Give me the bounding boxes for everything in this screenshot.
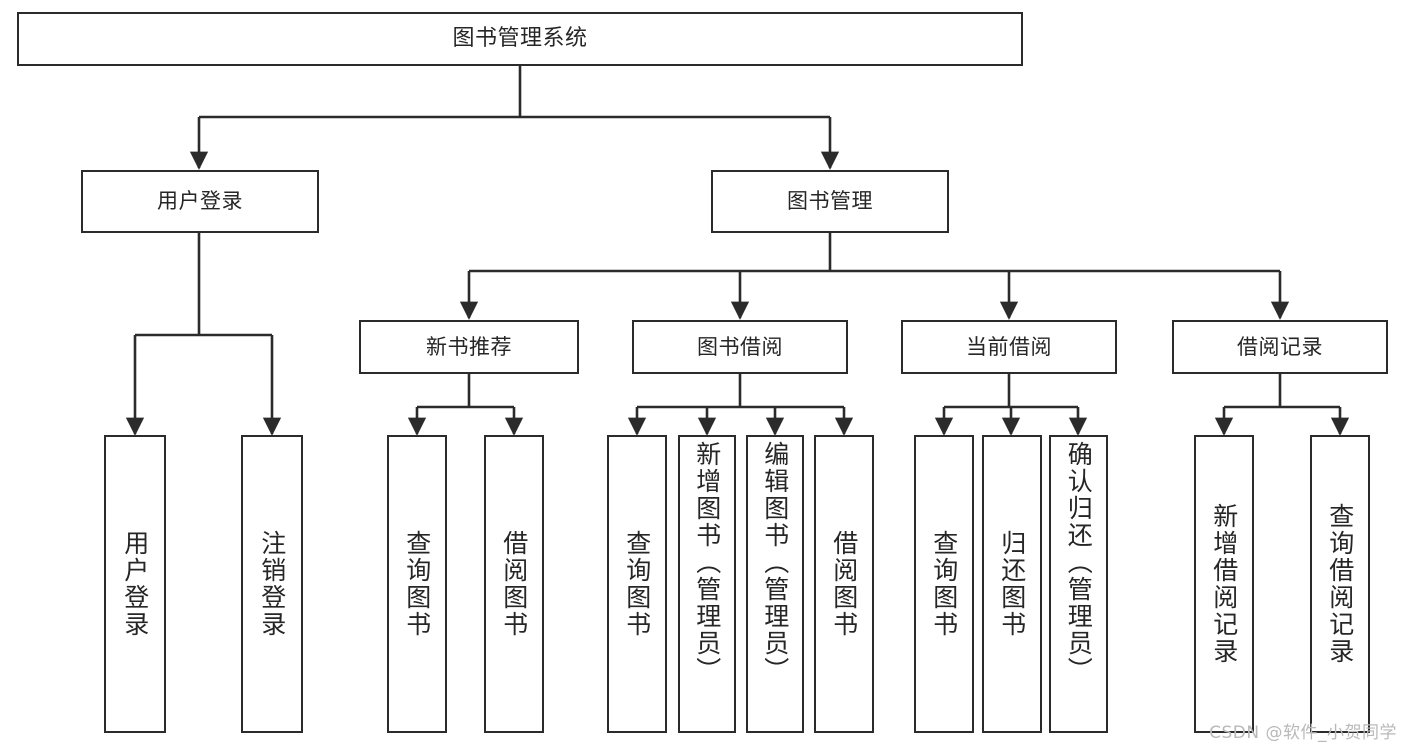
node-leaf-query-book-3[interactable]: 查询图书	[914, 435, 974, 733]
node-leaf-query-record[interactable]: 查询借阅记录	[1310, 435, 1370, 733]
node-leaf-add-book-label: 新增图书（管理员）	[692, 441, 722, 684]
node-leaf-add-record[interactable]: 新增借阅记录	[1194, 435, 1254, 733]
node-leaf-add-record-label: 新增借阅记录	[1209, 503, 1239, 665]
node-user-login[interactable]: 用户登录	[81, 170, 319, 233]
node-leaf-borrow-book-2[interactable]: 借阅图书	[814, 435, 874, 733]
node-new-book-rec-label: 新书推荐	[426, 334, 512, 359]
watermark: CSDN @软件_小贺同学	[1209, 723, 1397, 743]
node-book-borrow[interactable]: 图书借阅	[632, 320, 848, 374]
node-book-mgmt-label: 图书管理	[787, 189, 873, 213]
node-leaf-user-logout[interactable]: 注销登录	[241, 435, 303, 733]
node-leaf-return-book[interactable]: 归还图书	[982, 435, 1042, 733]
node-leaf-user-login[interactable]: 用户登录	[104, 435, 166, 733]
node-leaf-confirm-return-label: 确认归还（管理员）	[1064, 441, 1094, 684]
node-leaf-return-book-label: 归还图书	[997, 530, 1027, 638]
node-leaf-query-book-1[interactable]: 查询图书	[387, 435, 447, 733]
node-leaf-add-book[interactable]: 新增图书（管理员）	[678, 435, 736, 733]
node-current-borrow-label: 当前借阅	[966, 334, 1052, 359]
node-leaf-query-book-2-label: 查询图书	[622, 530, 652, 638]
node-new-book-rec[interactable]: 新书推荐	[359, 320, 579, 374]
node-leaf-borrow-book-1[interactable]: 借阅图书	[484, 435, 544, 733]
node-leaf-user-logout-label: 注销登录	[257, 530, 287, 638]
node-leaf-edit-book[interactable]: 编辑图书（管理员）	[746, 435, 804, 733]
node-book-borrow-label: 图书借阅	[697, 334, 783, 359]
node-leaf-user-login-label: 用户登录	[120, 530, 150, 638]
node-leaf-confirm-return[interactable]: 确认归还（管理员）	[1049, 435, 1108, 733]
node-book-mgmt[interactable]: 图书管理	[711, 170, 949, 233]
node-root-label: 图书管理系统	[452, 26, 588, 51]
node-leaf-borrow-book-1-label: 借阅图书	[499, 530, 529, 638]
node-borrow-record-label: 借阅记录	[1237, 334, 1323, 359]
node-root[interactable]: 图书管理系统	[17, 12, 1023, 66]
node-current-borrow[interactable]: 当前借阅	[901, 320, 1117, 374]
node-leaf-query-book-3-label: 查询图书	[929, 530, 959, 638]
node-leaf-query-record-label: 查询借阅记录	[1325, 503, 1355, 665]
node-borrow-record[interactable]: 借阅记录	[1172, 320, 1388, 374]
node-user-login-label: 用户登录	[157, 189, 243, 213]
node-leaf-borrow-book-2-label: 借阅图书	[829, 530, 859, 638]
node-leaf-query-book-2[interactable]: 查询图书	[607, 435, 667, 733]
node-leaf-edit-book-label: 编辑图书（管理员）	[760, 441, 790, 684]
node-leaf-query-book-1-label: 查询图书	[402, 530, 432, 638]
